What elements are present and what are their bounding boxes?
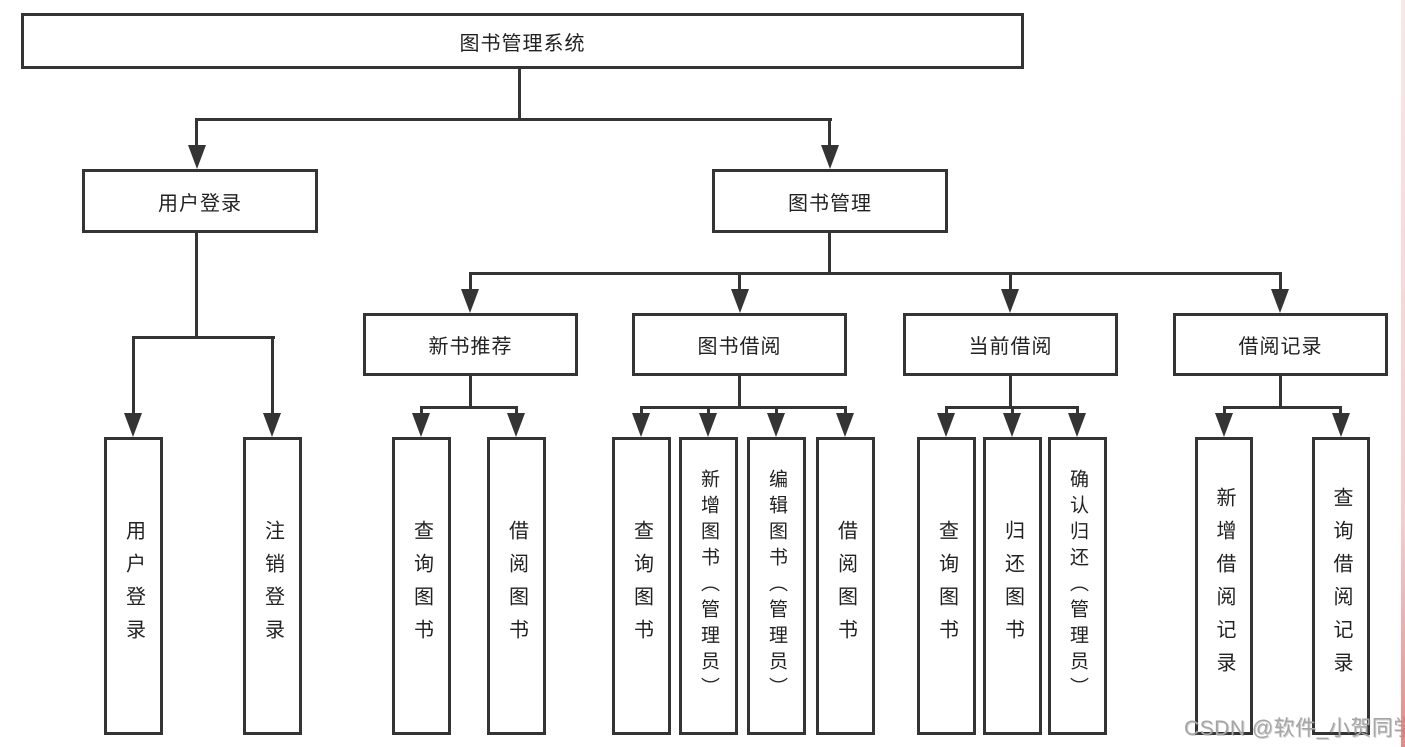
connector-line: [1279, 272, 1282, 292]
connector-line: [469, 376, 472, 409]
arrowhead-icon: [188, 145, 206, 169]
node-label: 查询图书: [935, 520, 958, 652]
connector-line: [1011, 406, 1014, 416]
arrowhead-icon: [1068, 413, 1086, 437]
node-new-book-rec: 新书推荐: [363, 313, 578, 376]
arrowhead-icon: [632, 413, 650, 437]
connector-line: [1009, 272, 1012, 292]
node-label: 借阅记录: [1238, 336, 1323, 358]
node-label: 新增图书（管理员）: [698, 469, 719, 703]
leaf-query-books-2: 查询图书: [612, 437, 671, 735]
node-label: 图书借阅: [697, 336, 782, 358]
connector-line: [1339, 406, 1342, 416]
leaf-add-borrow-rec: 新增借阅记录: [1195, 437, 1253, 735]
connector-line: [1076, 406, 1079, 416]
node-label: 编辑图书（管理员）: [766, 469, 787, 703]
leaf-borrow-books-1: 借阅图书: [487, 437, 546, 735]
leaf-confirm-return: 确认归还（管理员）: [1048, 437, 1107, 735]
arrowhead-icon: [937, 413, 955, 437]
arrowhead-icon: [821, 145, 839, 169]
connector-line: [195, 233, 198, 339]
node-label: 查询图书: [630, 520, 653, 652]
leaf-edit-book-admin: 编辑图书（管理员）: [747, 437, 806, 735]
leaf-query-books-3: 查询图书: [917, 437, 976, 735]
node-label: 用户登录: [122, 520, 145, 652]
connector-line: [945, 406, 948, 416]
connector-line: [195, 118, 198, 148]
node-label: 当前借阅: [968, 336, 1053, 358]
connector-line: [132, 336, 275, 339]
node-book-borrow: 图书借阅: [632, 313, 847, 376]
leaf-add-book-admin: 新增图书（管理员）: [679, 437, 738, 735]
arrowhead-icon: [836, 413, 854, 437]
node-label: 新增借阅记录: [1213, 487, 1235, 685]
connector-line: [738, 272, 741, 292]
watermark-text: CSDN @软件_小贺同学: [1184, 717, 1405, 740]
arrowhead-icon: [767, 413, 785, 437]
node-borrow-records: 借阅记录: [1173, 313, 1388, 376]
node-label: 图书管理系统: [459, 32, 586, 55]
arrowhead-icon: [412, 413, 430, 437]
arrowhead-icon: [461, 289, 479, 313]
node-label: 借阅图书: [834, 520, 857, 652]
connector-line: [640, 406, 847, 409]
node-book-management: 图书管理: [712, 169, 948, 233]
connector-line: [844, 406, 847, 416]
node-label: 用户登录: [158, 192, 242, 215]
leaf-return-book: 归还图书: [983, 437, 1042, 735]
arrowhead-icon: [1001, 289, 1019, 313]
arrowhead-icon: [731, 289, 749, 313]
node-user-login: 用户登录: [82, 169, 318, 233]
connector-line: [775, 406, 778, 416]
connector-line: [420, 406, 518, 409]
arrowhead-icon: [507, 413, 525, 437]
connector-line: [1223, 406, 1226, 416]
connector-line: [640, 406, 643, 416]
connector-line: [738, 376, 741, 409]
connector-line: [707, 406, 710, 416]
right-edge-strip: [1401, 0, 1405, 747]
connector-line: [1279, 376, 1282, 409]
connector-line: [469, 272, 1282, 275]
node-library-system: 图书管理系统: [21, 13, 1024, 69]
connector-line: [420, 406, 423, 416]
arrowhead-icon: [1271, 289, 1289, 313]
arrowhead-icon: [124, 413, 142, 437]
connector-line: [271, 336, 274, 416]
connector-line: [518, 69, 521, 118]
leaf-query-borrow-rec: 查询借阅记录: [1312, 437, 1370, 735]
leaf-query-books-1: 查询图书: [392, 437, 451, 735]
arrowhead-icon: [1332, 413, 1350, 437]
node-label: 新书推荐: [428, 336, 513, 358]
leaf-logout: 注销登录: [243, 437, 302, 735]
connector-line: [828, 118, 831, 148]
arrowhead-icon: [699, 413, 717, 437]
connector-line: [515, 406, 518, 416]
node-label: 图书管理: [788, 192, 872, 215]
arrowhead-icon: [263, 413, 281, 437]
leaf-borrow-books-2: 借阅图书: [816, 437, 875, 735]
node-label: 借阅图书: [505, 520, 528, 652]
node-label: 确认归还（管理员）: [1067, 469, 1088, 703]
connector-line: [195, 118, 832, 121]
node-current-borrow: 当前借阅: [903, 313, 1118, 376]
node-label: 注销登录: [261, 520, 284, 652]
node-label: 查询借阅记录: [1330, 487, 1352, 685]
node-label: 归还图书: [1001, 520, 1024, 652]
connector-line: [828, 233, 831, 275]
connector-line: [1223, 406, 1342, 409]
connector-line: [1009, 376, 1012, 409]
leaf-user-login: 用户登录: [104, 437, 163, 735]
connector-line: [132, 336, 135, 416]
arrowhead-icon: [1215, 413, 1233, 437]
arrowhead-icon: [1003, 413, 1021, 437]
connector-line: [469, 272, 472, 292]
node-label: 查询图书: [410, 520, 433, 652]
